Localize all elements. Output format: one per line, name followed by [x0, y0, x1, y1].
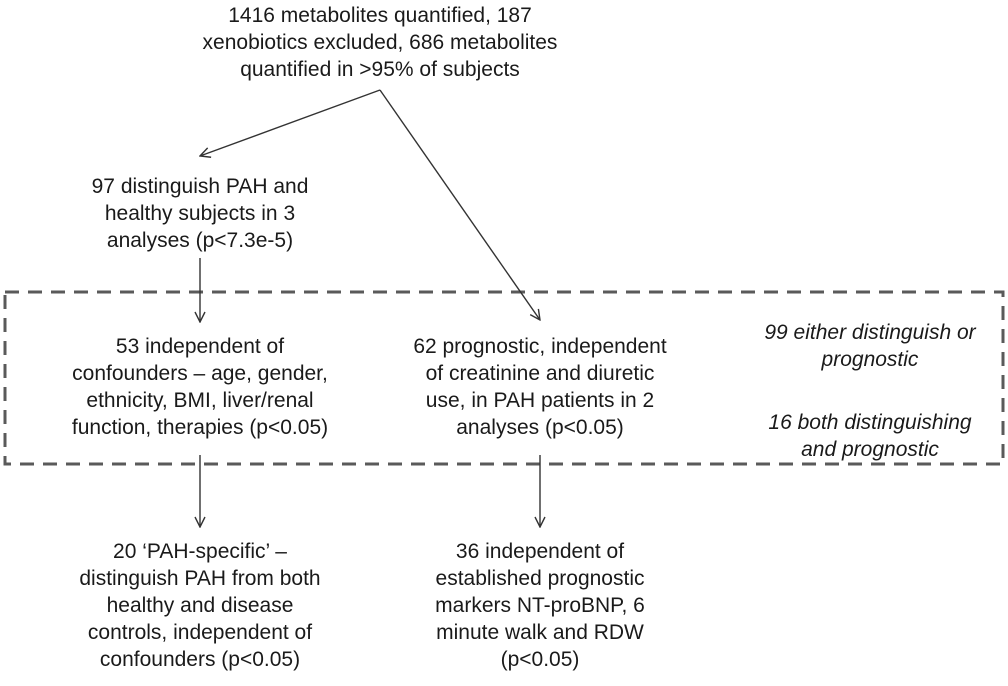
- dashed-group-box: [3, 290, 1005, 466]
- confounders-node: 53 independent of confounders – age, gen…: [50, 333, 350, 441]
- summary-note-line: 99 either distinguish or: [764, 321, 976, 344]
- top-node-line: xenobiotics excluded, 686 metabolites: [202, 31, 558, 54]
- top-node-line: quantified in >95% of subjects: [240, 58, 520, 81]
- arrow-top-to-distinguish: [200, 89, 381, 156]
- markers-node: 36 independent of established prognostic…: [400, 538, 680, 673]
- pah-specific-node-line: 20 ‘PAH-specific’ –: [113, 540, 287, 563]
- distinguish-node-line: healthy subjects in 3: [104, 202, 296, 225]
- distinguish-node-line: analyses (p<7.3e-5): [106, 229, 294, 252]
- pah-specific-node: 20 ‘PAH-specific’ – distinguish PAH from…: [60, 538, 340, 673]
- distinguish-node-line: 97 distinguish PAH and: [91, 175, 309, 198]
- arrow-top-to-prognostic: [379, 89, 540, 320]
- pah-specific-node-line: distinguish PAH from both: [79, 567, 321, 590]
- pah-specific-node-line: controls, independent of: [87, 621, 313, 644]
- confounders-node-line: 53 independent of: [115, 335, 285, 358]
- summary-note-either: 99 either distinguish or prognostic: [735, 319, 1005, 373]
- confounders-node-line: ethnicity, BMI, liver/renal: [86, 389, 314, 412]
- prognostic-node-line: of creatinine and diuretic: [425, 362, 655, 385]
- pah-specific-node-line: healthy and disease: [106, 594, 294, 617]
- summary-note-line: 16 both distinguishing: [768, 411, 972, 434]
- markers-node-line: established prognostic: [435, 567, 645, 590]
- markers-node-line: 36 independent of: [455, 540, 625, 563]
- summary-note-line: and prognostic: [801, 438, 939, 461]
- pah-specific-node-line: confounders (p<0.05): [99, 648, 301, 671]
- markers-node-line: minute walk and RDW: [436, 621, 644, 644]
- prognostic-node-line: use, in PAH patients in 2: [425, 389, 655, 412]
- confounders-node-line: confounders – age, gender,: [72, 362, 328, 385]
- distinguish-node: 97 distinguish PAH and healthy subjects …: [55, 173, 345, 254]
- prognostic-node: 62 prognostic, independent of creatinine…: [385, 333, 695, 441]
- top-node: 1416 metabolites quantified, 187 xenobio…: [150, 2, 610, 83]
- confounders-node-line: function, therapies (p<0.05): [71, 416, 329, 439]
- prognostic-node-line: analyses (p<0.05): [456, 416, 624, 439]
- markers-node-line: markers NT-proBNP, 6: [435, 594, 645, 617]
- summary-note-both: 16 both distinguishing and prognostic: [735, 409, 1005, 463]
- top-node-line: 1416 metabolites quantified, 187: [228, 4, 532, 27]
- markers-node-line: (p<0.05): [500, 648, 580, 671]
- prognostic-node-line: 62 prognostic, independent: [413, 335, 667, 358]
- summary-note-line: prognostic: [821, 348, 919, 371]
